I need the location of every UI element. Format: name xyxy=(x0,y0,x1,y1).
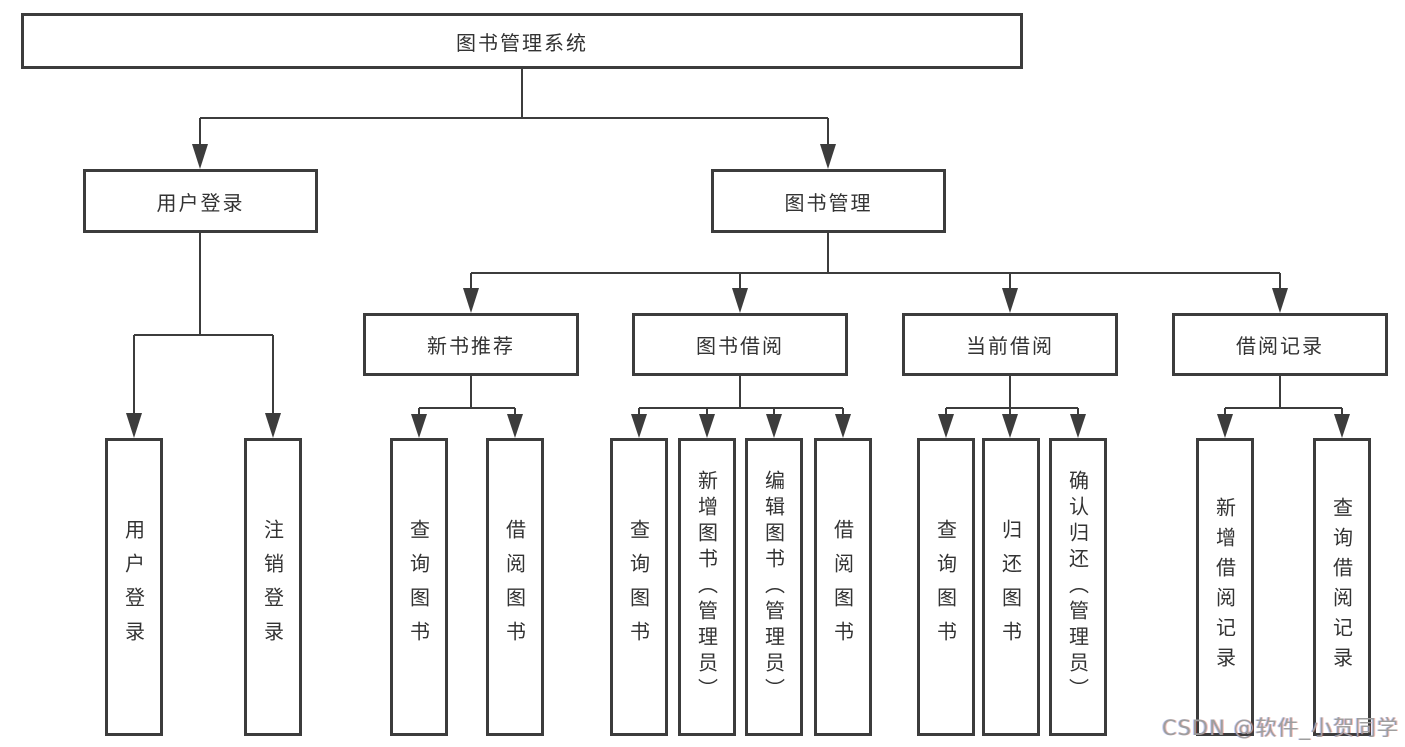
leaf-logout: 注销登录 xyxy=(244,438,302,736)
leaf-query-book-current: 查询图书 xyxy=(917,438,975,736)
node-label: 图书管理 xyxy=(784,190,873,215)
arrowhead-icon xyxy=(507,414,523,438)
node-label: 用户登录 xyxy=(156,190,245,215)
connector-new-book-to-leaves xyxy=(418,376,516,415)
node-book-borrow: 图书借阅 xyxy=(632,313,848,376)
leaf-label: 查询图书 xyxy=(406,519,431,655)
connector-records-to-leaves xyxy=(1224,376,1343,415)
leaf-user-login: 用户登录 xyxy=(105,438,163,736)
leaf-label: 查询借阅记录 xyxy=(1329,497,1354,677)
leaf-label: 确认归还（管理员） xyxy=(1065,470,1090,704)
node-new-book-recommend: 新书推荐 xyxy=(363,313,579,376)
node-label: 图书借阅 xyxy=(696,334,784,358)
leaf-label: 归还图书 xyxy=(998,519,1023,655)
leaf-label: 查询图书 xyxy=(626,519,651,655)
leaf-label: 查询图书 xyxy=(933,519,958,655)
leaf-label: 注销登录 xyxy=(260,519,285,655)
arrowhead-icon xyxy=(699,414,715,438)
leaf-query-borrow-record: 查询借阅记录 xyxy=(1313,438,1371,736)
node-label: 当前借阅 xyxy=(966,334,1054,358)
node-book-management: 图书管理 xyxy=(711,169,946,233)
leaf-label: 新增图书（管理员） xyxy=(694,470,719,704)
arrowhead-icon xyxy=(938,414,954,438)
csdn-watermark: CSDN @软件_小贺同学 xyxy=(1161,716,1399,740)
arrowhead-icon xyxy=(766,414,782,438)
arrowhead-icon xyxy=(732,288,748,313)
leaf-label: 编辑图书（管理员） xyxy=(761,470,786,704)
arrowhead-icon xyxy=(1070,414,1086,438)
node-label: 借阅记录 xyxy=(1236,334,1324,358)
arrowhead-icon xyxy=(1002,288,1018,313)
arrowhead-icon xyxy=(835,414,851,438)
arrowhead-icon xyxy=(1002,414,1018,438)
leaf-label: 借阅图书 xyxy=(830,519,855,655)
leaf-query-book-borrow: 查询图书 xyxy=(610,438,668,736)
connector-book-borrow-to-leaves xyxy=(638,376,844,415)
connector-book-mgmt-to-level3 xyxy=(470,233,1281,289)
leaf-label: 用户登录 xyxy=(121,519,146,655)
leaf-borrow-book-recommend: 借阅图书 xyxy=(486,438,544,736)
leaf-add-book-admin: 新增图书（管理员） xyxy=(678,438,736,736)
leaf-edit-book-admin: 编辑图书（管理员） xyxy=(745,438,803,736)
connector-user-login-to-leaves xyxy=(133,233,274,414)
leaf-borrow-book: 借阅图书 xyxy=(814,438,872,736)
arrowhead-icon xyxy=(463,288,479,313)
arrowhead-icon xyxy=(631,414,647,438)
arrowhead-icon xyxy=(1272,288,1288,313)
connector-root-to-level2 xyxy=(199,69,829,145)
node-root: 图书管理系统 xyxy=(21,13,1023,69)
arrowhead-icon xyxy=(1217,414,1233,438)
arrowhead-icon xyxy=(265,413,281,438)
node-borrow-records: 借阅记录 xyxy=(1172,313,1388,376)
leaf-query-book-recommend: 查询图书 xyxy=(390,438,448,736)
arrowhead-icon xyxy=(126,413,142,438)
arrowhead-icon xyxy=(411,414,427,438)
node-current-borrow: 当前借阅 xyxy=(902,313,1118,376)
node-user-login: 用户登录 xyxy=(83,169,318,233)
leaf-add-borrow-record: 新增借阅记录 xyxy=(1196,438,1254,736)
leaf-return-book: 归还图书 xyxy=(982,438,1040,736)
arrowhead-icon xyxy=(1334,414,1350,438)
connector-current-borrow-to-leaves xyxy=(945,376,1079,415)
leaf-label: 借阅图书 xyxy=(502,519,527,655)
node-label: 新书推荐 xyxy=(427,334,515,358)
arrowhead-icon xyxy=(192,144,208,169)
arrowhead-icon xyxy=(820,144,836,169)
node-root-label: 图书管理系统 xyxy=(456,30,588,55)
leaf-confirm-return-admin: 确认归还（管理员） xyxy=(1049,438,1107,736)
leaf-label: 新增借阅记录 xyxy=(1212,497,1237,677)
